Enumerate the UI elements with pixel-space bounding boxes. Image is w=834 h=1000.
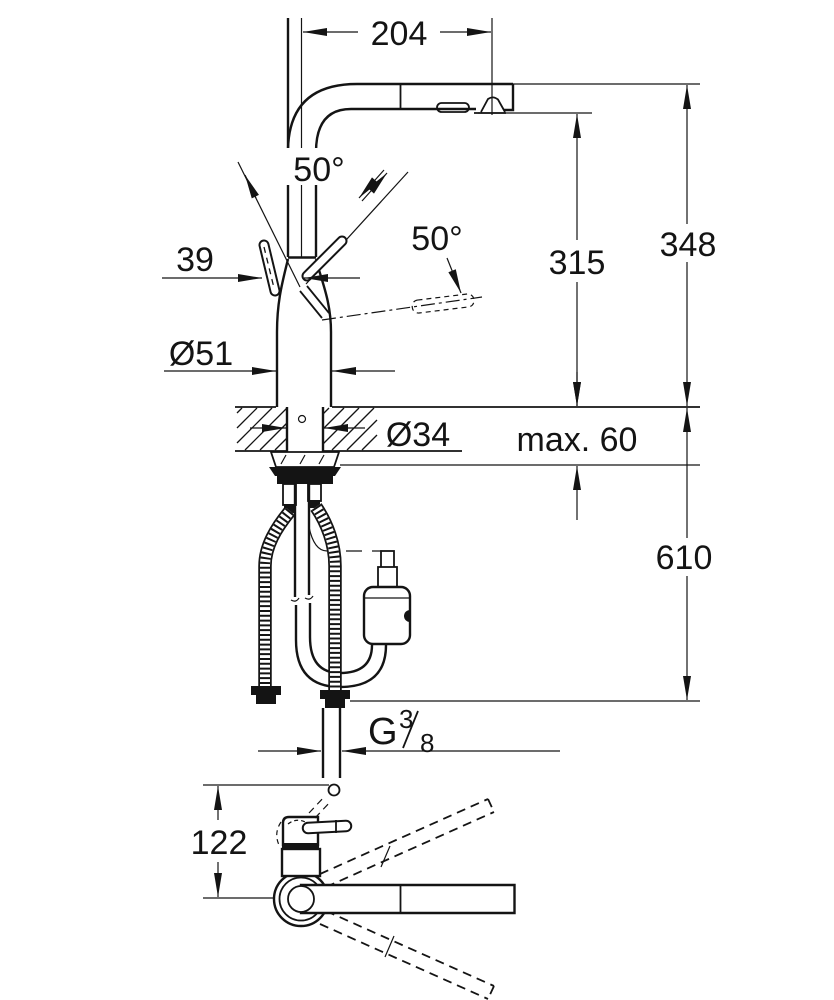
hose-left-flange — [251, 686, 281, 695]
top-view: 122 — [191, 783, 516, 1000]
hose-routing-leader — [308, 526, 389, 566]
connection-tube — [321, 708, 342, 778]
braided-hose-right — [310, 503, 350, 708]
spray-outlet-nub — [474, 96, 506, 114]
mounting-nut-flange — [269, 467, 341, 476]
lever-positions — [237, 161, 483, 321]
handle-hidden-left — [276, 821, 282, 848]
lever-solid-fill — [303, 237, 346, 280]
spout-bottom-outline — [314, 107, 476, 153]
spout-bar — [299, 883, 516, 915]
spout-dashed-down — [319, 910, 495, 1000]
stabilizer-washer — [269, 451, 341, 468]
dimensions-side-view: 204 50° 50° 39 Ø51 Ø34 max. 60 — [162, 15, 716, 758]
weight-body — [362, 585, 412, 646]
hose-break-marks — [290, 595, 314, 602]
lever-raised-dashes — [308, 795, 332, 819]
dim-height-to-outlet: 315 — [549, 244, 606, 282]
dim-max-deck-thickness: max. 60 — [517, 421, 638, 459]
spray-head-clip — [436, 102, 470, 113]
dim-spout-reach: 204 — [371, 15, 428, 53]
lever-left-hidden-dashes — [263, 246, 275, 289]
nipple-right-cap — [309, 500, 320, 508]
pull-out-hose-upper — [293, 482, 311, 597]
hose-right-nut — [325, 699, 345, 708]
hose-weight — [362, 550, 412, 646]
hatching-right — [322, 407, 378, 451]
dim-lever-angle-right: 50° — [411, 220, 462, 258]
dim-thread-label: G 3 8 — [368, 704, 434, 758]
dim-height-total: 348 — [660, 226, 717, 264]
braided-hose-left — [251, 506, 296, 704]
weight-stub-upper — [380, 550, 395, 569]
faucet-body-outline — [275, 18, 515, 407]
under-counter-assembly — [251, 451, 412, 778]
angle-arrow-left — [244, 174, 259, 199]
handle-base-band — [282, 843, 319, 849]
angle-leader-right — [446, 257, 462, 294]
lever-down-hidden — [411, 293, 475, 314]
spout-swivel-down — [319, 910, 495, 1000]
thread-fraction-slash — [402, 710, 419, 749]
body-left-profile — [275, 258, 290, 407]
thread-denominator: 8 — [420, 728, 434, 758]
spout-dashed-up — [319, 798, 495, 888]
dim-hole-diameter: Ø34 — [386, 416, 450, 454]
lever-raised-position — [308, 783, 341, 819]
side-view: 204 50° 50° 39 Ø51 Ø34 max. 60 — [162, 15, 716, 778]
weight-stub-lower — [377, 566, 398, 589]
body-column — [280, 847, 322, 878]
angle-arrow-down-left — [358, 169, 385, 199]
label-backing — [283, 148, 357, 185]
dimensions-top-view: 122 — [191, 784, 329, 899]
hatching-left — [236, 407, 288, 451]
swivel-core — [287, 885, 315, 913]
dim-lever-angle-left: 50° — [293, 151, 344, 189]
spout-up-tick — [380, 845, 391, 868]
dim-hose-drop: 610 — [656, 539, 713, 577]
nipple-left-cap — [284, 504, 295, 513]
shank-through-deck — [285, 407, 325, 452]
lever-top-view — [301, 819, 353, 835]
thread-numerator: 3 — [399, 704, 413, 734]
dim-body-diameter: Ø51 — [169, 335, 233, 373]
handle-hidden-top — [287, 819, 308, 825]
mounting-nut — [277, 476, 333, 484]
thread-prefix: G — [368, 711, 398, 753]
weight-clip-notch — [404, 610, 410, 622]
swing-centerline — [321, 296, 483, 321]
lever-raised-tip — [327, 783, 341, 797]
dim-lever-offset: 39 — [176, 241, 214, 279]
spray-head-end-cap — [504, 84, 515, 112]
hose-left-nut — [256, 695, 276, 704]
washer-ticks — [280, 454, 325, 465]
lever-socket-lines — [299, 285, 330, 319]
body-right-profile — [314, 258, 333, 407]
hose-right-flange — [320, 690, 350, 699]
spout-top-outline — [286, 82, 513, 151]
dim-swivel-depth: 122 — [191, 824, 248, 862]
angle-arrow-up-right — [361, 172, 388, 202]
spout-swivel-up — [319, 798, 495, 888]
spout-down-tick — [384, 935, 395, 958]
shank-screw — [297, 414, 307, 424]
